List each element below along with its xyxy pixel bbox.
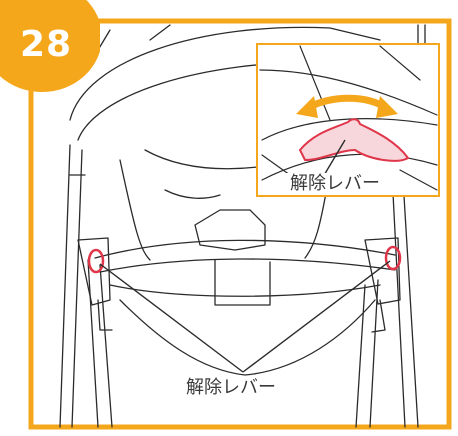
right-release-lever-highlight [384,245,402,271]
main-release-lever-label: 解除レバー [182,377,280,399]
step-badge-disc [0,0,100,92]
step-badge: 28 [0,0,100,100]
left-release-lever-highlight [87,248,105,274]
step-number: 28 [20,24,73,65]
inset-release-lever-highlight [298,118,410,162]
main-callout-lines [99,260,391,373]
orange-frame [28,18,452,430]
rotation-arrow-right-head [376,96,398,118]
inset-detail [256,43,440,197]
inset-release-lever-label: 解除レバー [286,173,384,195]
stroller-body [59,24,426,428]
rotation-arrow-left-head [296,96,318,118]
